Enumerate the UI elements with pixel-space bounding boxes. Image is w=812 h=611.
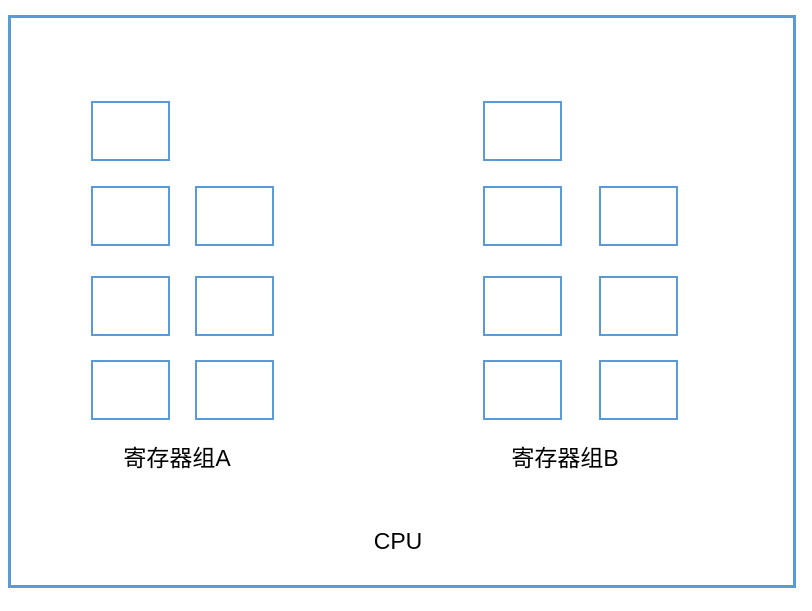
register-box (483, 101, 562, 161)
register-box (599, 360, 678, 420)
register-box (91, 101, 170, 161)
group-a-label: 寄存器组A (123, 445, 231, 471)
register-box (599, 186, 678, 246)
register-box (91, 186, 170, 246)
register-box (483, 276, 562, 336)
register-box (195, 276, 274, 336)
register-box (91, 360, 170, 420)
group-b-label: 寄存器组B (511, 445, 619, 471)
register-box (91, 276, 170, 336)
register-box (483, 360, 562, 420)
register-box (195, 360, 274, 420)
register-box (195, 186, 274, 246)
register-box (599, 276, 678, 336)
register-box (483, 186, 562, 246)
cpu-label: CPU (373, 528, 423, 554)
